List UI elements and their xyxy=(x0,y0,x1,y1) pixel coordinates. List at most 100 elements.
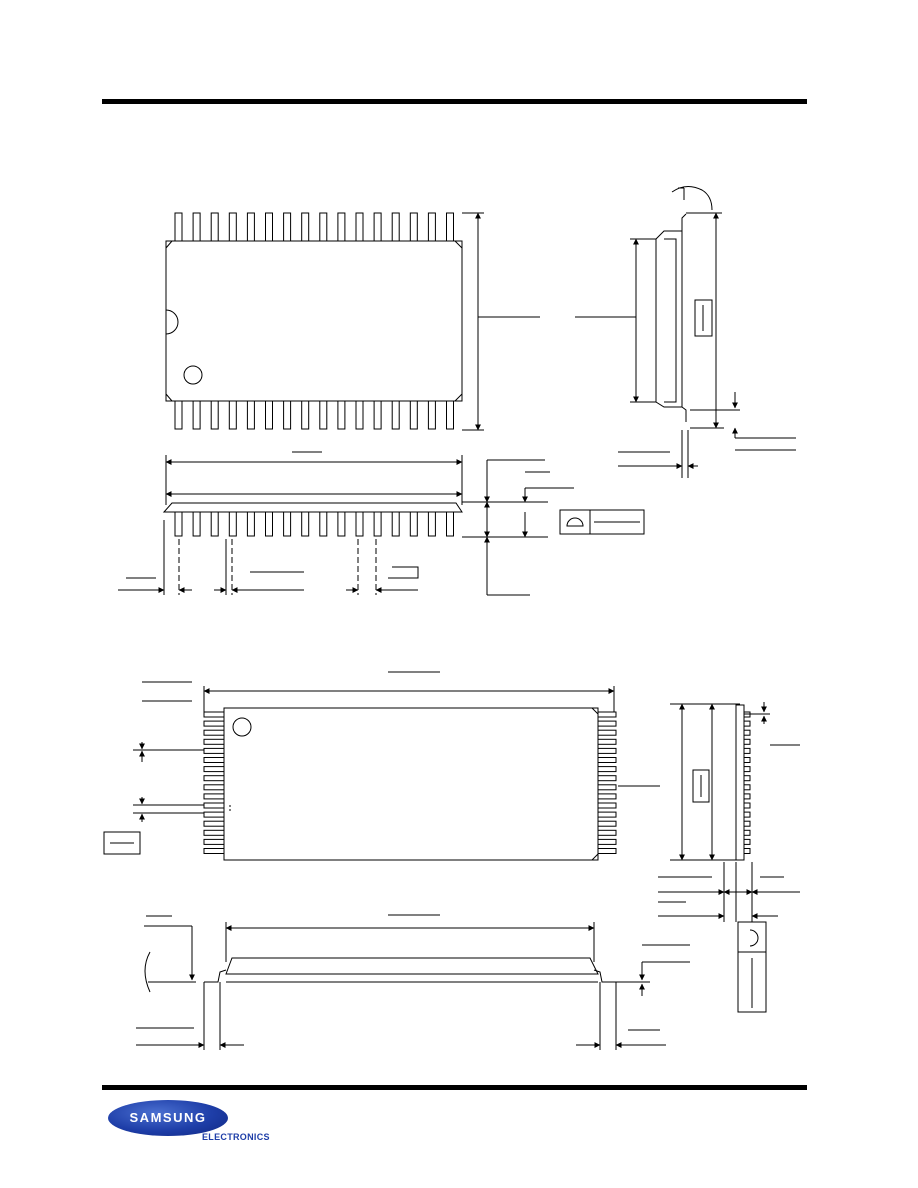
lead xyxy=(597,775,617,782)
lead xyxy=(743,802,751,809)
lead xyxy=(373,511,382,537)
lead xyxy=(210,511,219,537)
lead xyxy=(391,511,400,537)
flatness-symbol-box xyxy=(559,509,645,535)
lead xyxy=(373,400,382,430)
lead xyxy=(174,400,183,430)
lead xyxy=(355,511,364,537)
package-top-view-2 xyxy=(103,671,660,861)
tolerance-box-2 xyxy=(103,831,141,855)
footer-rule xyxy=(102,1085,807,1090)
lead xyxy=(301,212,310,242)
front-body-2 xyxy=(225,957,599,975)
lead xyxy=(337,212,346,242)
samsung-wordmark: SAMSUNG xyxy=(129,1110,207,1125)
lead xyxy=(337,511,346,537)
lead xyxy=(427,511,436,537)
lead xyxy=(409,511,418,537)
package-body-2 xyxy=(223,707,599,861)
lead xyxy=(203,793,225,800)
lead xyxy=(743,793,751,800)
lead xyxy=(265,400,273,430)
side-label-box-2 xyxy=(692,769,710,803)
lead xyxy=(597,848,617,854)
pin1-dot xyxy=(183,365,203,385)
package-front-view-2 xyxy=(136,914,690,1050)
lead xyxy=(228,511,237,537)
lead xyxy=(228,212,237,242)
lead xyxy=(597,811,617,818)
lead xyxy=(743,820,751,827)
lead xyxy=(743,738,751,745)
lead xyxy=(743,848,751,854)
lead xyxy=(597,720,617,727)
samsung-logo-oval xyxy=(108,1100,228,1136)
lead xyxy=(203,747,225,754)
lead xyxy=(597,829,617,836)
lead xyxy=(355,400,364,430)
lead xyxy=(743,720,751,727)
left-pin-row-2 xyxy=(203,711,225,854)
lead xyxy=(427,212,436,242)
front-body-1 xyxy=(162,502,463,513)
lead xyxy=(743,757,751,763)
lead xyxy=(409,400,418,430)
package-front-view-1 xyxy=(118,451,574,596)
lead xyxy=(409,212,418,242)
header-rule xyxy=(102,99,807,104)
right-pin-row-2 xyxy=(597,711,617,854)
lead xyxy=(203,811,225,818)
bottom-pin-row-1 xyxy=(174,400,454,430)
lead xyxy=(319,400,328,430)
lead xyxy=(597,820,617,827)
lead xyxy=(203,838,225,845)
lead xyxy=(203,775,225,782)
lead xyxy=(174,511,183,537)
pin1-dot-2 xyxy=(232,717,252,737)
lead xyxy=(743,775,751,782)
lead xyxy=(192,511,201,537)
package-body-1 xyxy=(165,240,463,402)
electronics-wordmark: ELECTRONICS xyxy=(202,1132,270,1142)
lead xyxy=(743,838,751,845)
lead xyxy=(265,212,273,242)
lead xyxy=(192,212,201,242)
lead xyxy=(743,829,751,836)
side-label-box-1 xyxy=(694,299,713,337)
lead xyxy=(301,400,310,430)
top-pin-row-1 xyxy=(174,212,454,242)
lead-detail-box xyxy=(737,921,767,1013)
lead xyxy=(203,729,225,736)
samsung-logo: SAMSUNG ELECTRONICS xyxy=(102,1092,277,1148)
lead xyxy=(301,511,310,537)
lead xyxy=(174,212,183,242)
lead xyxy=(373,212,382,242)
lead xyxy=(743,747,751,754)
lead xyxy=(203,720,225,727)
package-side-view-2 xyxy=(658,702,800,1013)
lead xyxy=(597,711,617,718)
lead xyxy=(355,212,364,242)
lead xyxy=(319,511,328,537)
lead xyxy=(743,811,751,818)
package-side-view-1 xyxy=(575,186,796,478)
lead xyxy=(246,400,255,430)
pin1-notch xyxy=(165,309,179,335)
front-pin-row-1 xyxy=(174,511,454,537)
lead xyxy=(283,212,292,242)
lead xyxy=(228,400,237,430)
lead xyxy=(203,848,225,854)
lead xyxy=(203,766,225,773)
lead xyxy=(597,784,617,791)
lead xyxy=(210,400,219,430)
lead xyxy=(203,711,225,718)
lead xyxy=(597,766,617,773)
lead xyxy=(192,400,201,430)
lead xyxy=(427,400,436,430)
lead xyxy=(597,793,617,800)
lead xyxy=(246,212,255,242)
lead xyxy=(597,747,617,754)
lead xyxy=(319,212,328,242)
lead xyxy=(743,784,751,791)
